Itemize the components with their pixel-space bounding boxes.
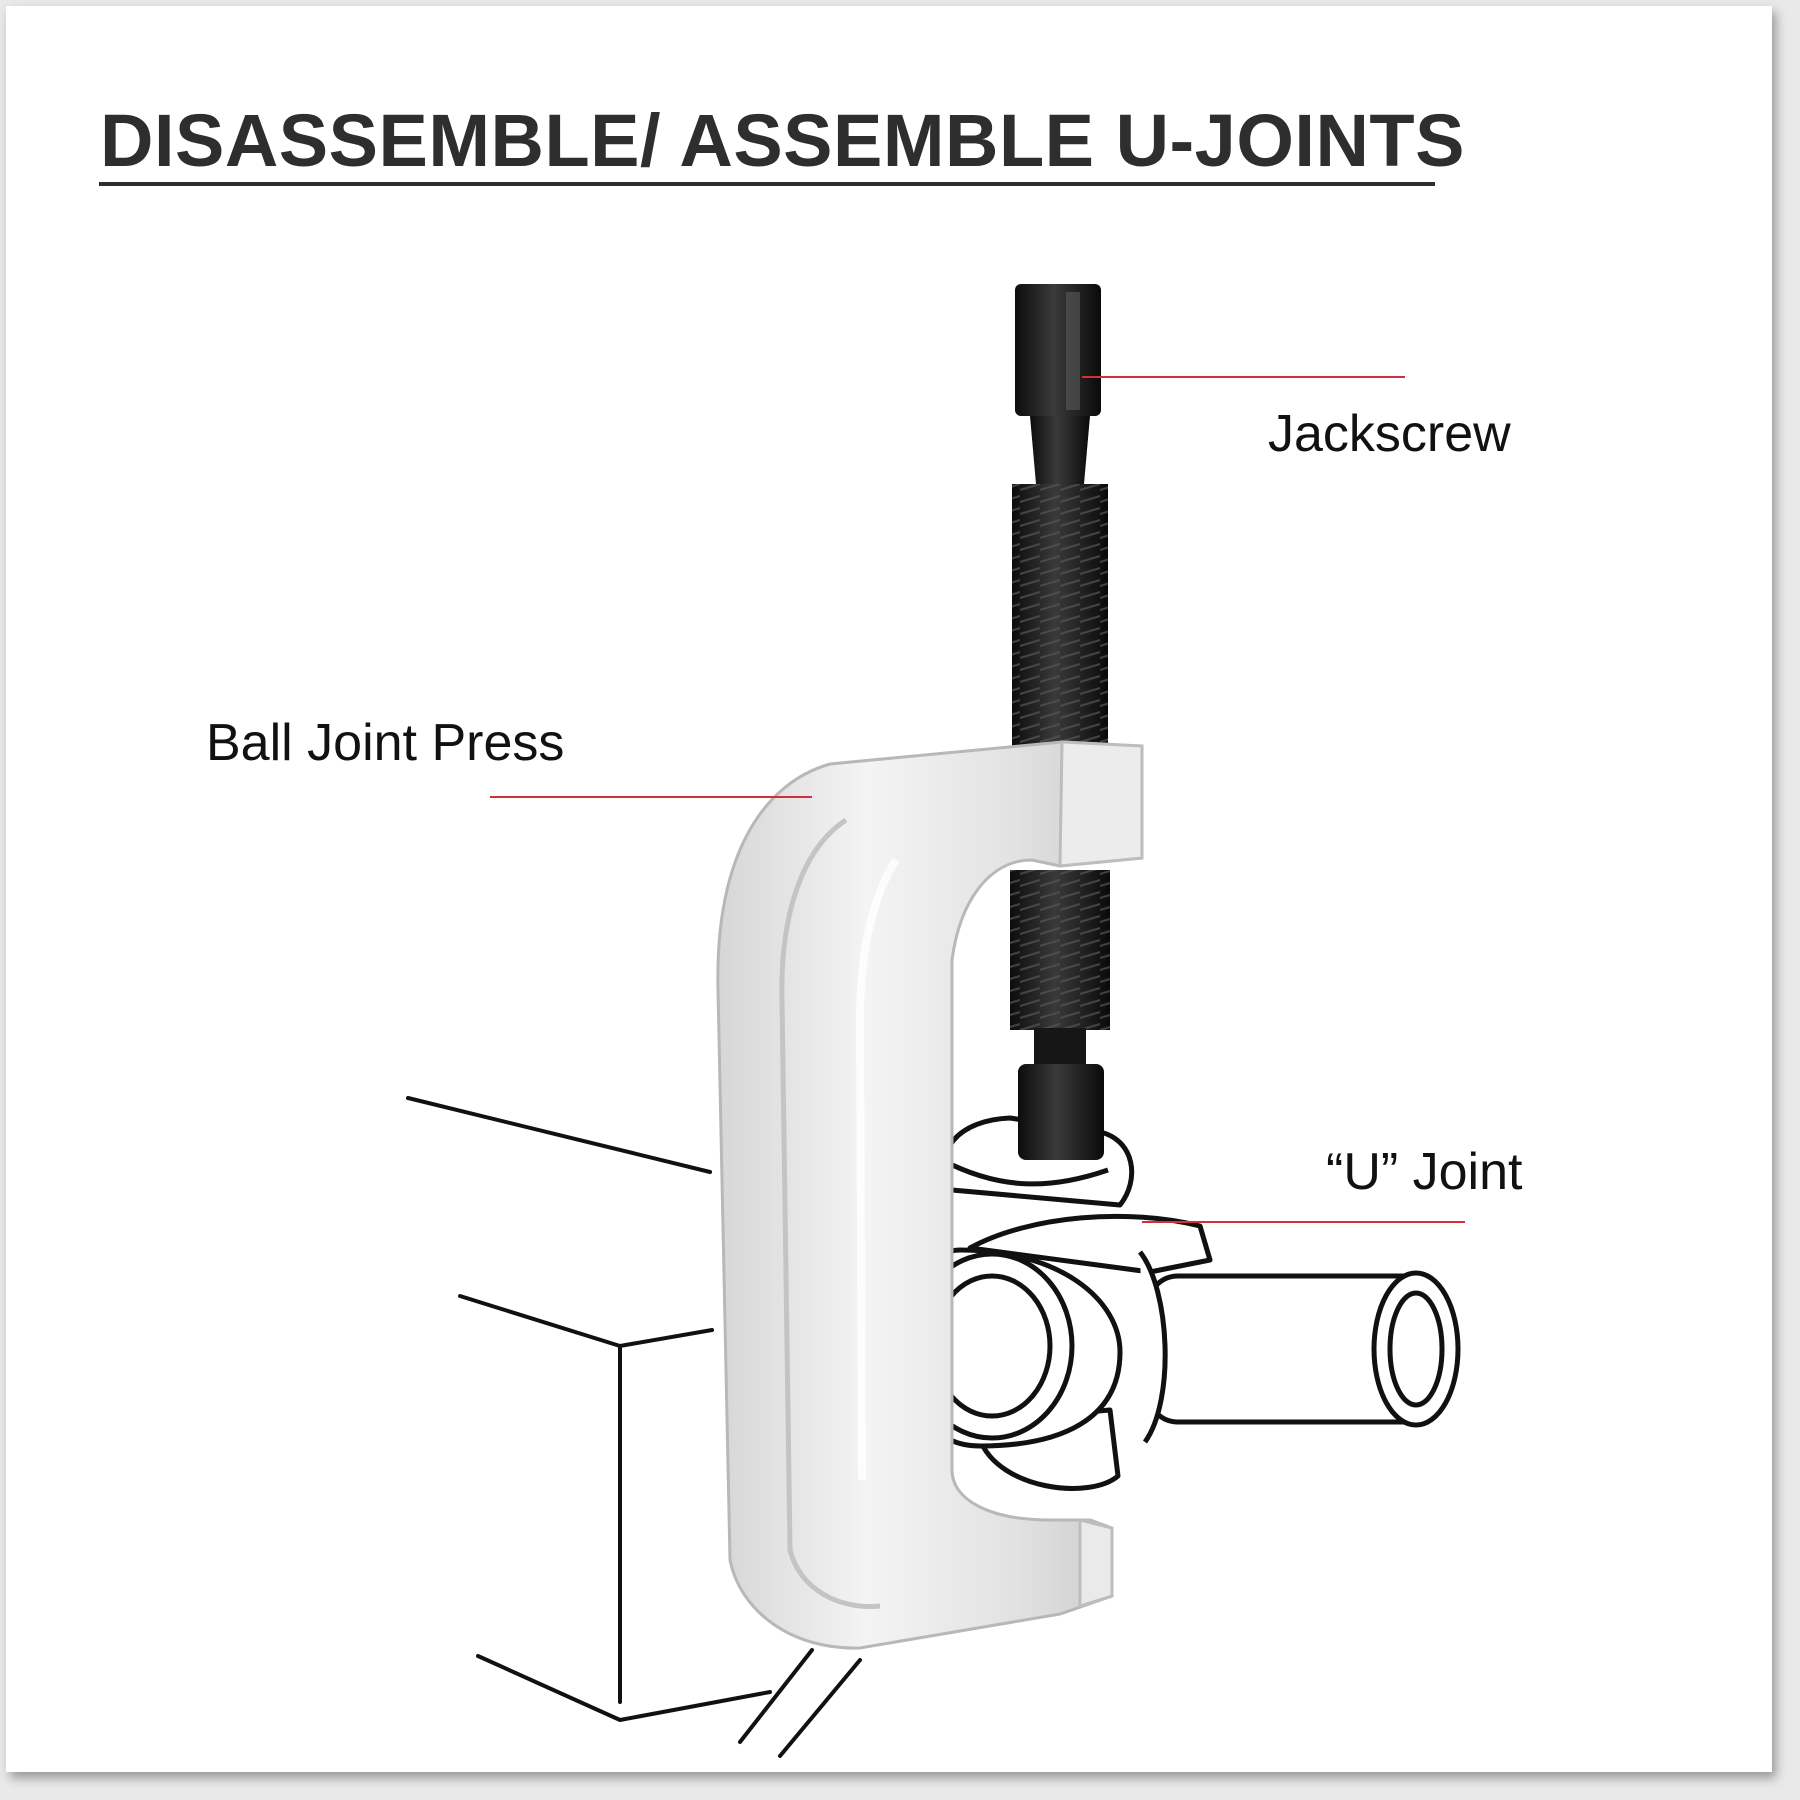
callout-leader-lines	[490, 376, 1465, 1223]
jackscrew-shape	[1010, 284, 1110, 1160]
ball-joint-press-shape	[716, 740, 1144, 1650]
bench-line-art	[406, 1096, 862, 1758]
title-underline	[99, 182, 1435, 186]
page-title: DISASSEMBLE/ ASSEMBLE U-JOINTS	[100, 99, 1465, 182]
label-ball-joint-press: Ball Joint Press	[206, 714, 565, 772]
label-jackscrew: Jackscrew	[1268, 405, 1511, 463]
u-joint-line-art	[909, 1115, 1461, 1491]
label-u-joint: “U” Joint	[1326, 1143, 1523, 1201]
